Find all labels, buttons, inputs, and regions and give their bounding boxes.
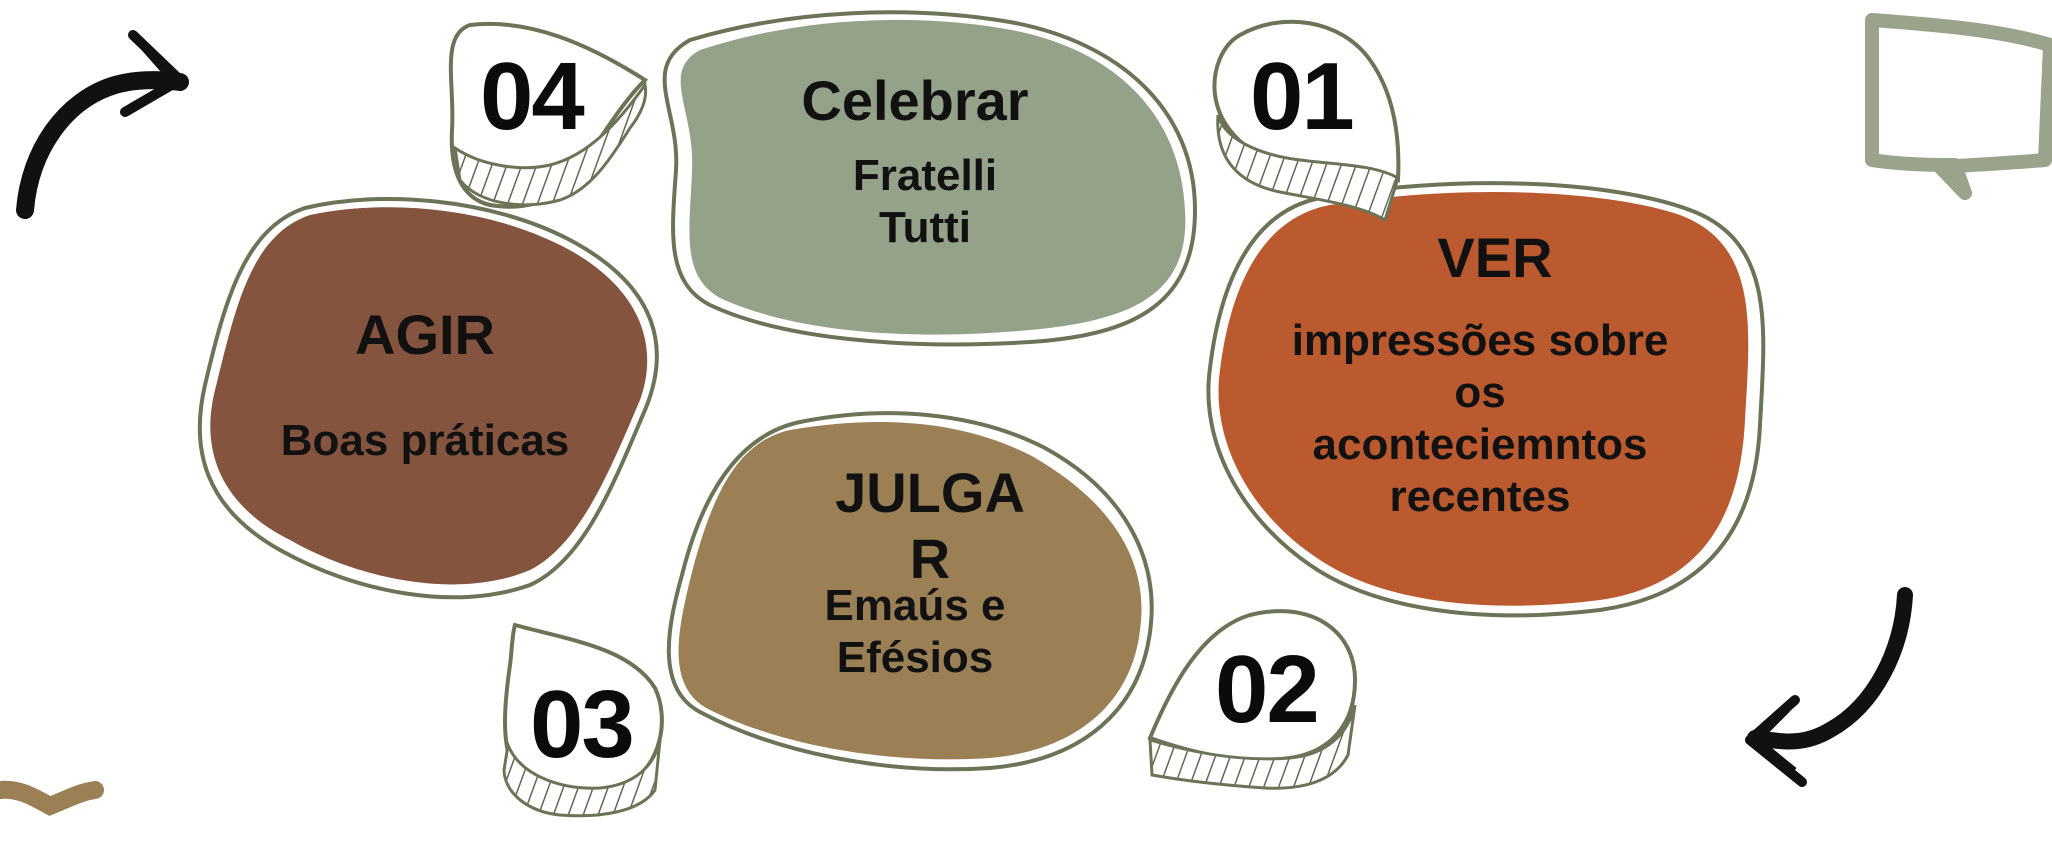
scribble-icon <box>0 780 104 816</box>
ver-subtitle: impressões sobre os aconteciemntos recen… <box>1291 316 1669 521</box>
bubble-04 <box>448 22 649 209</box>
celebrar-title: Celebrar <box>801 69 1029 132</box>
bubble-01 <box>1212 19 1401 223</box>
speech-bubble-icon <box>1865 13 2052 200</box>
julgar-blob <box>666 411 1154 772</box>
step-number-02: 02 <box>1215 636 1320 743</box>
agir-title: AGIR <box>355 303 495 366</box>
celebrar-blob <box>662 10 1198 347</box>
celebrar-subtitle: Fratelli Tutti <box>852 151 998 252</box>
ver-title: VER <box>1437 226 1553 289</box>
step-number-04: 04 <box>480 43 585 150</box>
step-number-01: 01 <box>1250 43 1355 150</box>
julgar-title: JULGA R <box>835 461 1025 591</box>
agir-blob <box>197 197 659 600</box>
ver-blob <box>1206 181 1766 618</box>
agir-subtitle: Boas práticas <box>280 416 570 465</box>
bubble-03 <box>502 622 664 818</box>
curved-arrow-icon <box>16 30 189 219</box>
bubble-02 <box>1147 609 1358 790</box>
julgar-subtitle: Emaús e Efésios <box>824 581 1006 682</box>
curved-arrow-icon <box>1745 587 1913 787</box>
step-number-03: 03 <box>530 671 635 778</box>
